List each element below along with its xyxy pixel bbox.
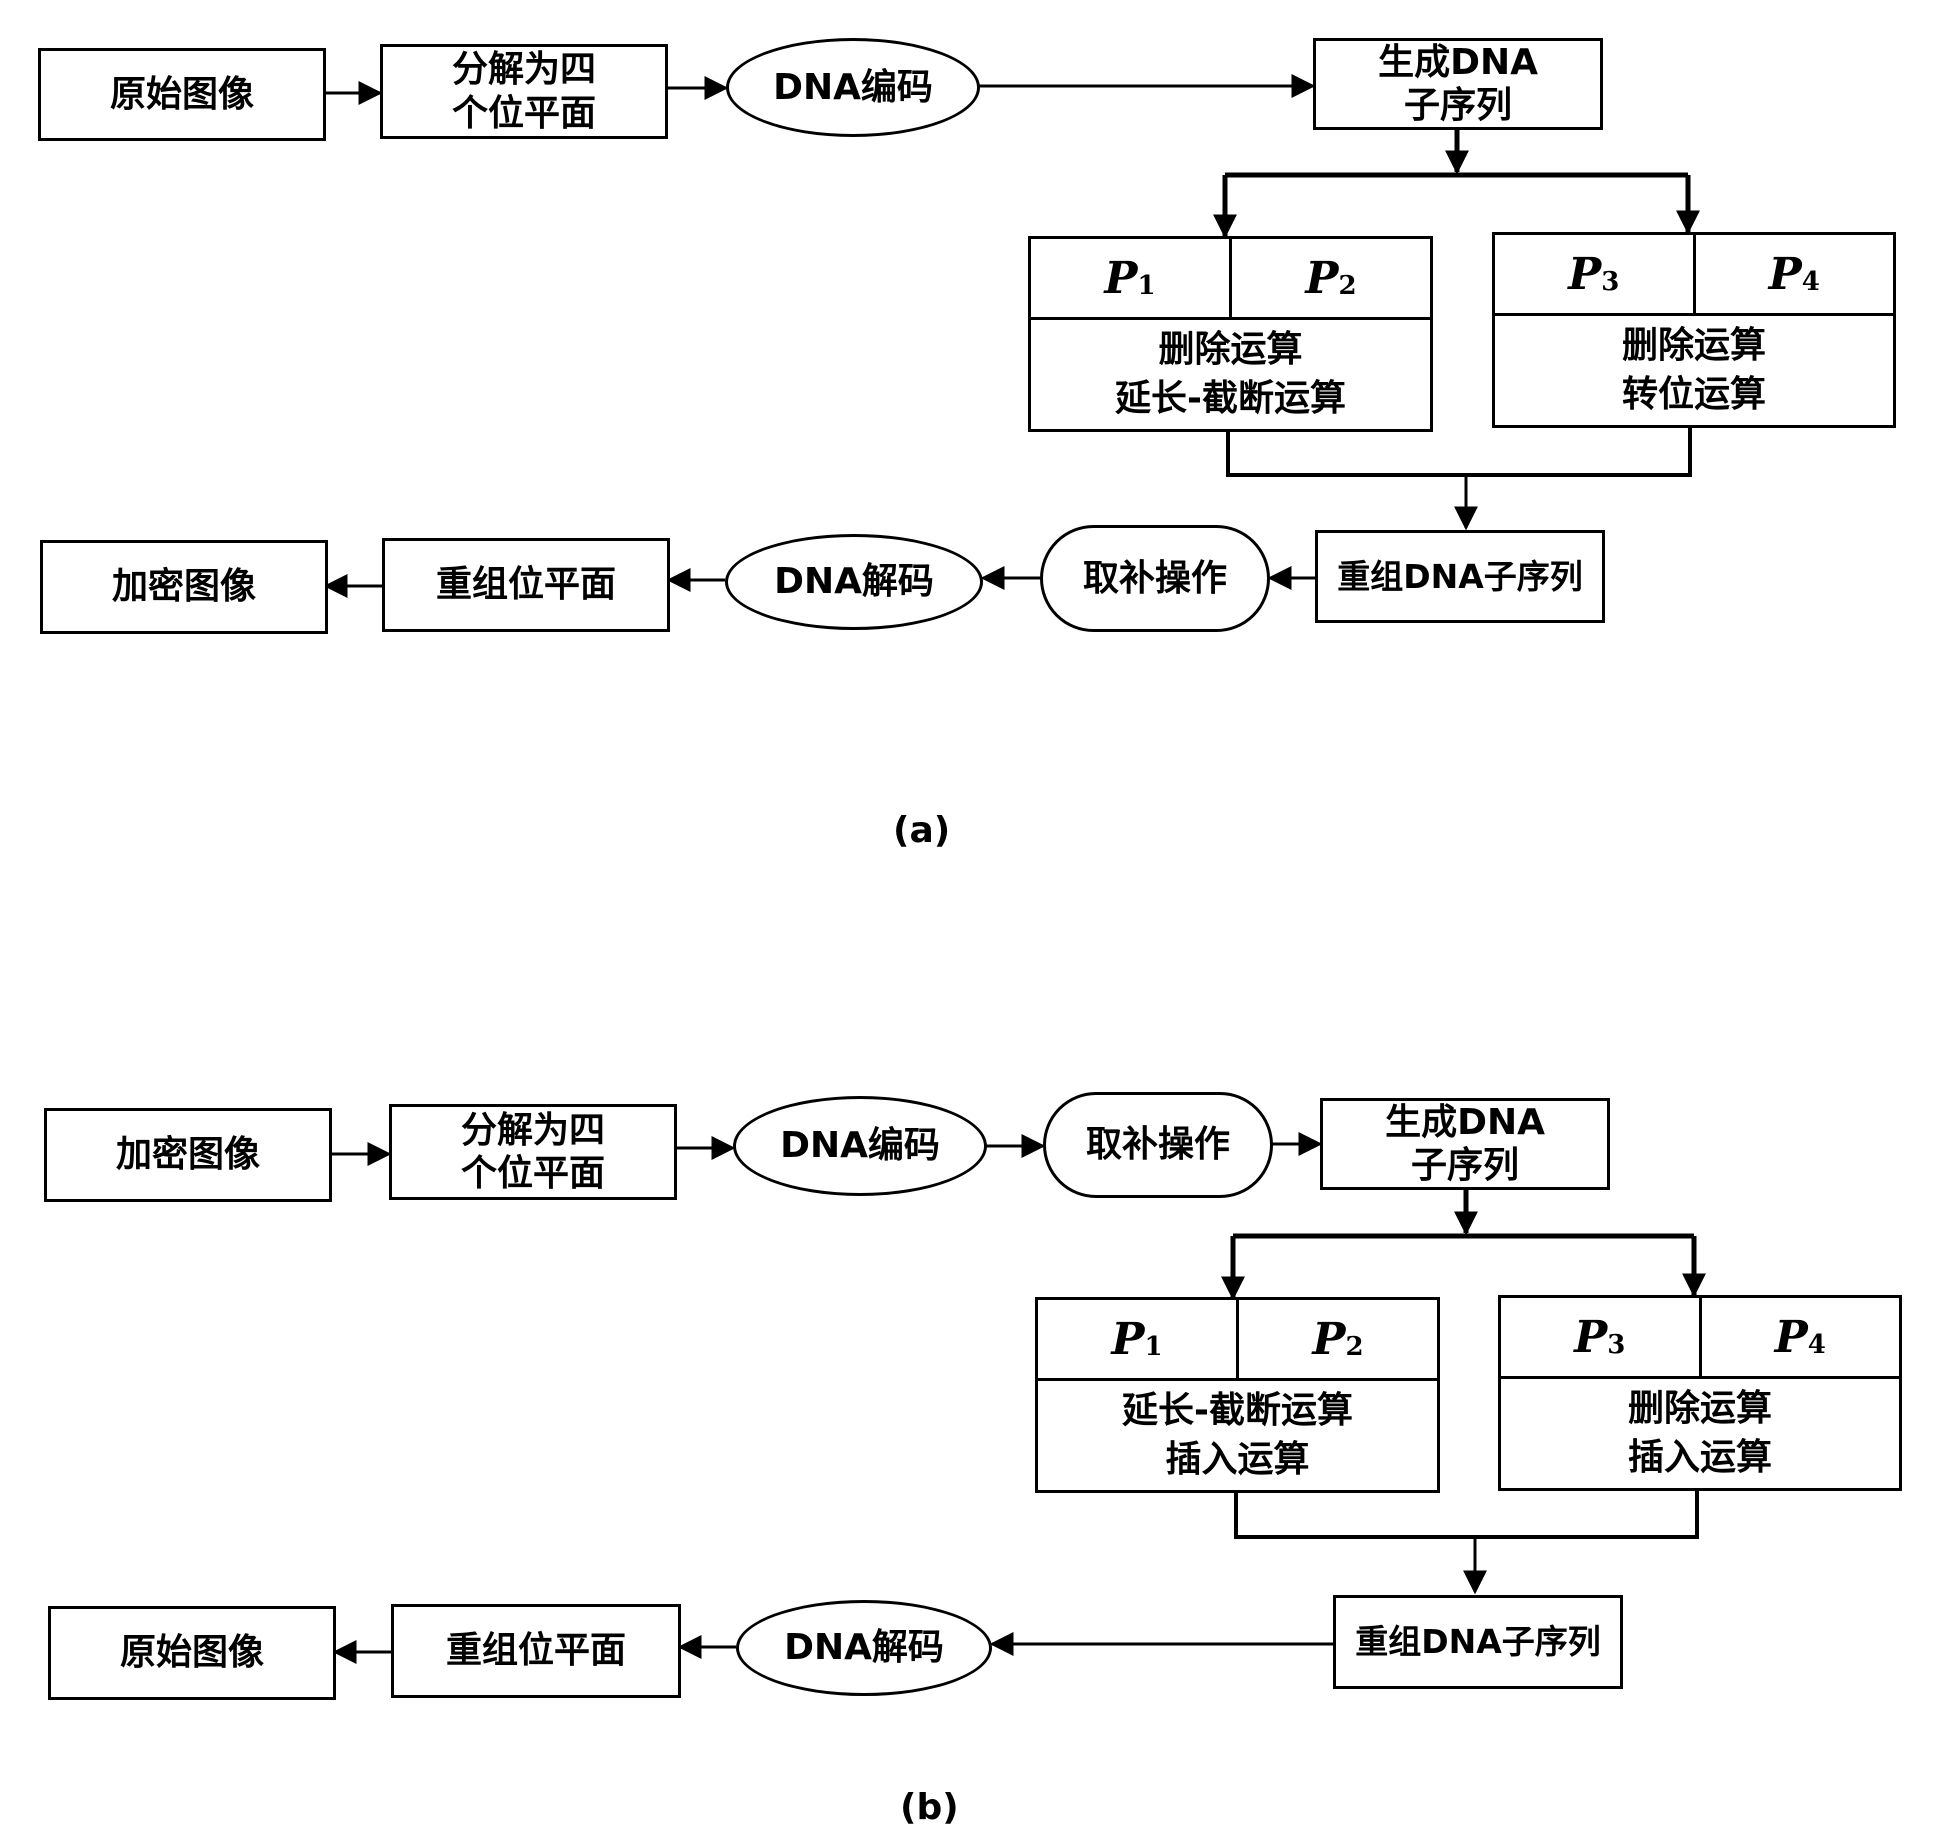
a-generate-subseq-box: 生成DNA 子序列 <box>1313 38 1603 130</box>
b-dna-decode-ellipse: DNA解码 <box>736 1600 992 1696</box>
b-split-line1: 分解为四 <box>460 1109 605 1151</box>
a-generate-line2: 子序列 <box>1403 85 1512 126</box>
a-split-line2: 个位平面 <box>451 92 596 134</box>
b-complement-pill: 取补操作 <box>1043 1092 1273 1198</box>
b-caption: (b) <box>900 1787 959 1828</box>
merge-a <box>1226 425 1692 477</box>
b-recombine-subseq-box: 重组DNA子序列 <box>1333 1595 1623 1689</box>
b-dna-encode-ellipse: DNA编码 <box>733 1096 987 1196</box>
a-generate-line1: 生成DNA <box>1378 41 1538 83</box>
b-generate-line2: 子序列 <box>1410 1145 1519 1186</box>
a-right-operation-body: 删除运算 转位运算 <box>1495 316 1893 425</box>
a-split-line1: 分解为四 <box>451 49 596 91</box>
b-split-line2: 个位平面 <box>460 1153 605 1194</box>
a-caption: (a) <box>893 810 951 851</box>
b-left-op2: 插入运算 <box>1165 1438 1310 1480</box>
b-right-operation-body: 删除运算 插入运算 <box>1501 1379 1899 1488</box>
b-recombine-planes-box: 重组位平面 <box>391 1604 681 1698</box>
a-encrypted-image-box: 加密图像 <box>40 540 328 634</box>
merge-b <box>1234 1490 1699 1539</box>
a-recombine-planes-box: 重组位平面 <box>382 538 670 632</box>
b-generate-line1: 生成DNA <box>1385 1101 1545 1143</box>
a-left-operation-body: 删除运算 延长-截断运算 <box>1031 320 1430 429</box>
a-split-bitplanes-box: 分解为四 个位平面 <box>380 44 668 139</box>
b-right-op1: 删除运算 <box>1627 1387 1772 1429</box>
b-left-op1: 延长-截断运算 <box>1122 1389 1353 1431</box>
a-complement-pill: 取补操作 <box>1040 525 1270 632</box>
b-split-bitplanes-box: 分解为四 个位平面 <box>389 1104 677 1200</box>
a-dna-encode-ellipse: DNA编码 <box>726 38 980 137</box>
a-original-image-box: 原始图像 <box>38 48 326 141</box>
a-left-op2: 延长-截断运算 <box>1115 377 1346 419</box>
a-dna-decode-ellipse: DNA解码 <box>725 534 983 630</box>
a-left-op1: 删除运算 <box>1158 328 1303 370</box>
b-original-image-box: 原始图像 <box>48 1606 336 1700</box>
b-generate-subseq-box: 生成DNA 子序列 <box>1320 1098 1610 1190</box>
a-right-op2: 转位运算 <box>1621 373 1766 415</box>
b-left-operation-body: 延长-截断运算 插入运算 <box>1038 1381 1437 1490</box>
a-recombine-subseq-box: 重组DNA子序列 <box>1315 530 1605 623</box>
a-right-op1: 删除运算 <box>1621 324 1766 366</box>
b-encrypted-image-box: 加密图像 <box>44 1108 332 1202</box>
b-right-op2: 插入运算 <box>1627 1436 1772 1478</box>
